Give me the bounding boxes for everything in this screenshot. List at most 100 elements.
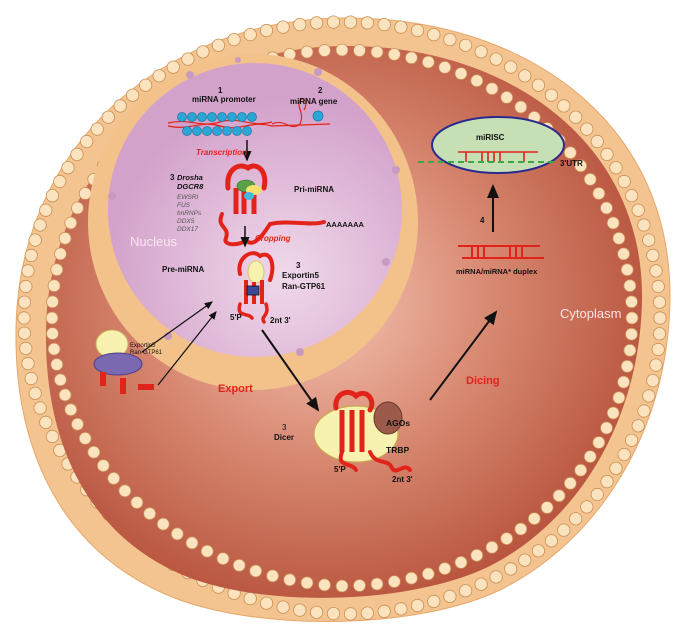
complex-exportin5-label: Exportin5	[130, 343, 156, 349]
drosha-label: Drosha	[177, 173, 203, 182]
membrane-lipid-beads-inner	[45, 43, 639, 593]
lipid-bead	[652, 327, 667, 341]
lipid-bead	[410, 23, 425, 38]
lipid-bead	[500, 91, 514, 104]
lipid-bead	[96, 459, 110, 473]
lipid-bead	[156, 517, 170, 531]
lipid-bead	[625, 295, 638, 309]
lipid-bead	[552, 489, 566, 503]
dicer-complex	[313, 390, 412, 473]
lipid-bead	[243, 591, 257, 606]
lipid-bead	[625, 327, 638, 341]
step1-number: 1	[218, 86, 223, 95]
lipid-bead	[46, 327, 59, 341]
lipid-bead	[283, 573, 297, 587]
lipid-bead	[249, 564, 263, 578]
step2-number: 2	[318, 86, 323, 95]
lipid-bead	[101, 110, 115, 124]
cofactor-label: DDX5	[177, 218, 195, 225]
lipid-bead	[118, 484, 132, 498]
lipid-bead	[474, 45, 488, 59]
drosha-dgcr8-complex	[236, 179, 262, 200]
lipid-bead	[489, 570, 503, 584]
lipid-bead	[64, 216, 78, 230]
lipid-bead	[50, 263, 64, 277]
lipid-bead	[518, 553, 532, 567]
lipid-bead	[113, 99, 127, 113]
lipid-bead	[54, 247, 67, 261]
lipid-bead	[28, 386, 42, 400]
mirna-promoter-label: miRNA promoter	[192, 95, 256, 104]
pri-mirna-label: Pri-miRNA	[294, 185, 334, 194]
lipid-bead	[243, 27, 257, 42]
lipid-bead	[24, 371, 38, 386]
lipid-bead	[33, 401, 47, 415]
lipid-bead	[232, 558, 246, 572]
lipid-bead	[531, 78, 546, 92]
lipid-bead	[544, 88, 559, 102]
lipid-bead	[606, 216, 620, 230]
lipid-bead	[454, 556, 468, 569]
lipid-bead	[300, 576, 314, 590]
lipid-bead	[421, 55, 435, 69]
lipid-bead	[531, 544, 546, 558]
lipid-bead	[652, 295, 667, 309]
lipid-bead	[309, 605, 324, 619]
lipid-bead	[651, 279, 665, 294]
lipid-bead	[90, 122, 104, 136]
lipid-bead	[170, 527, 184, 541]
lipid-bead	[583, 172, 597, 186]
lipid-bead	[617, 247, 630, 261]
lipid-bead	[404, 571, 418, 585]
lipid-bead	[126, 88, 140, 102]
lipid-bead	[54, 373, 67, 387]
lipid-bead	[58, 388, 72, 402]
lipid-bead	[569, 512, 583, 526]
poly-a-tail-label: AAAAAAA	[326, 220, 364, 229]
lipid-bead	[540, 501, 554, 514]
lipid-bead	[33, 218, 47, 232]
lipid-bead	[454, 67, 468, 80]
lipid-bead	[360, 16, 374, 30]
lipid-bead	[166, 60, 180, 74]
lipid-bead	[387, 48, 401, 61]
lipid-bead	[196, 45, 210, 59]
lipid-bead	[580, 500, 594, 514]
lipid-bead	[600, 421, 613, 435]
lipid-bead	[58, 231, 72, 245]
lipid-bead	[563, 146, 577, 160]
lipid-bead	[609, 161, 623, 175]
exportin5-label: Exportin5	[282, 271, 319, 280]
lipid-bead	[489, 52, 503, 66]
lipid-bead	[438, 562, 452, 575]
nuclear-pores	[108, 57, 400, 356]
lipid-bead	[71, 417, 84, 431]
lipid-bead	[620, 359, 634, 373]
lipid-bead	[276, 20, 290, 34]
lipid-bead	[53, 174, 67, 189]
lipid-bead	[527, 512, 541, 525]
lipid-bead	[592, 436, 606, 449]
lipid-bead	[47, 279, 61, 293]
lipid-bead	[377, 604, 391, 619]
lipid-bead	[637, 404, 651, 418]
lipid-bead	[139, 78, 153, 92]
lipid-bead	[606, 406, 620, 420]
step3-number-c: 3	[282, 423, 287, 432]
lipid-bead	[46, 295, 59, 309]
lipid-bead	[152, 69, 166, 83]
lipid-bead	[107, 471, 121, 485]
lipid-bead	[130, 496, 144, 509]
lipid-bead	[518, 69, 532, 83]
lipid-bead	[394, 20, 408, 34]
lipid-bead	[625, 311, 639, 325]
lipid-bead	[485, 540, 499, 554]
nucleus-label: Nucleus	[130, 234, 177, 249]
lipid-bead	[19, 279, 33, 294]
lipid-bead	[590, 487, 604, 502]
lipid-bead	[514, 522, 528, 536]
mirna-duplex	[458, 245, 544, 259]
lipid-bead	[620, 263, 634, 277]
lipid-bead	[259, 23, 274, 38]
lipid-bead	[259, 596, 274, 610]
